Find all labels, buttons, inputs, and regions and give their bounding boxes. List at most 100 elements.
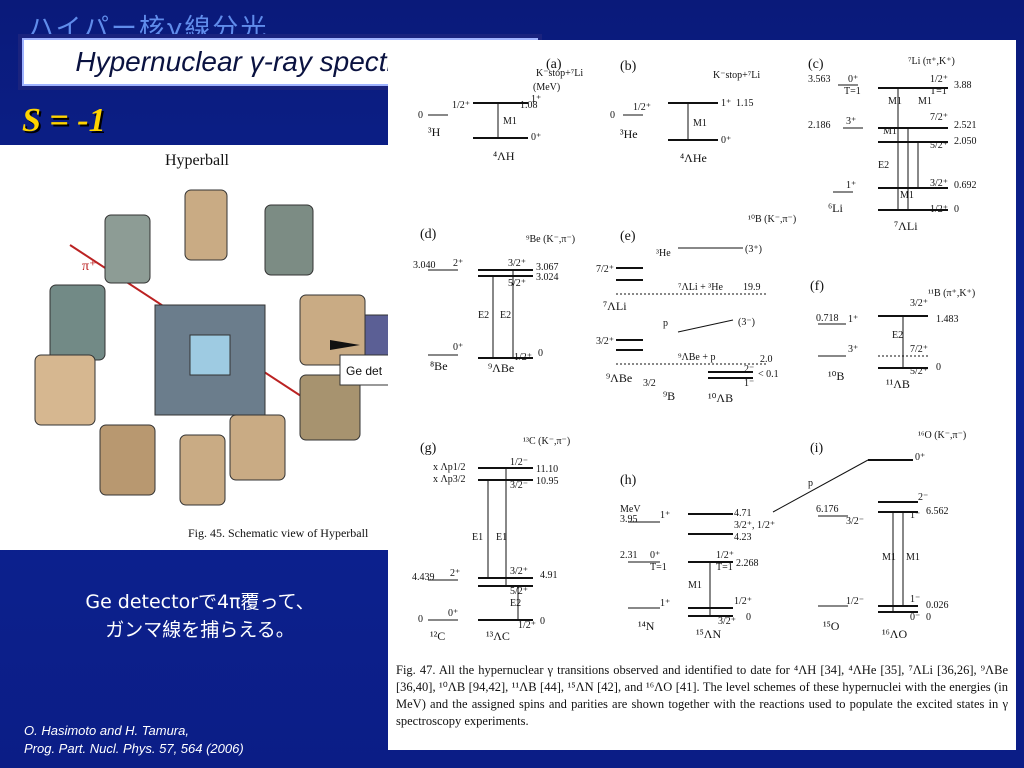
- level-label: 3.563: [808, 74, 831, 85]
- unit-label: MeV: [620, 504, 641, 515]
- nucleus-label: ¹¹ΛB: [886, 377, 910, 391]
- level-label: (3⁻): [738, 317, 755, 328]
- level-label: 1/2⁺: [716, 550, 734, 561]
- panel-f: (f) ¹¹B (π⁺,K⁺) 0.718 1⁺ 3/2⁺ 1.483 3⁺ 7…: [810, 279, 975, 391]
- level-label: ³He: [656, 248, 671, 259]
- level-label: < 0.1: [758, 369, 779, 380]
- level-label: 3.067: [536, 262, 559, 273]
- level-label: 0.026: [926, 600, 949, 611]
- level-label: 3.024: [536, 272, 559, 283]
- level-label: 1⁻: [910, 510, 920, 521]
- level-label: 0: [538, 348, 543, 359]
- transition-label: M1: [888, 96, 902, 107]
- hyperball-label: Hyperball: [165, 152, 230, 169]
- panel-tag: (i): [810, 441, 824, 456]
- level-label: 3/2⁺: [596, 336, 614, 347]
- level-label: 0: [926, 612, 931, 623]
- level-label: 3⁺: [848, 344, 858, 355]
- level-label: 19.9: [743, 282, 761, 293]
- nucleus-label: ⁹B: [663, 389, 675, 403]
- reference-line-2: Prog. Part. Nucl. Phys. 57, 564 (2006): [24, 741, 244, 756]
- level-label: 5/2⁺: [930, 140, 948, 151]
- level-label: 0⁺: [453, 342, 463, 353]
- level-label: 0⁺: [531, 132, 541, 143]
- nucleus-label: ⁴ΛH: [493, 149, 515, 163]
- level-label: 3/2⁻: [846, 516, 864, 527]
- transition-label: M1: [882, 552, 896, 563]
- level-label: 7/2⁺: [930, 112, 948, 123]
- panel-tag: (h): [620, 473, 637, 488]
- nucleus-label: ⁷ΛLi: [894, 219, 918, 233]
- reaction-label: ¹⁶O (K⁻,π⁻): [918, 430, 966, 441]
- level-label: 0⁺: [650, 550, 660, 561]
- reaction-label: ⁹Be (K⁻,π⁻): [526, 234, 575, 245]
- panel-tag: (b): [620, 59, 637, 74]
- level-label: 0: [746, 612, 751, 623]
- level-label: 1.15: [736, 98, 754, 109]
- level-label: 1/2⁺: [518, 620, 536, 631]
- level-label: 3/2⁺: [718, 616, 736, 627]
- level-label: 1/2⁻: [510, 457, 528, 468]
- level-label: 5/2⁺: [508, 278, 526, 289]
- nucleus-label: ⁶Li: [828, 201, 844, 215]
- nucleus-label: ⁷ΛLi: [603, 299, 627, 313]
- panel-tag: (d): [420, 227, 437, 242]
- level-label: 0⁺: [848, 74, 858, 85]
- level-label: 11.10: [536, 464, 558, 475]
- panel-tag: (e): [620, 229, 636, 244]
- panel-h: (h) MeV 3.95 1⁺ 4.71 3/2⁺, 1/2⁺ 4.23 2.3…: [620, 473, 775, 641]
- level-label: 0⁺: [721, 135, 731, 146]
- level-label: 1.483: [936, 314, 959, 325]
- arrow-line: [772, 459, 869, 513]
- reaction-label: ¹¹B (π⁺,K⁺): [928, 288, 975, 299]
- level-label: 0.692: [954, 180, 977, 191]
- figure-47-caption: Fig. 47. All the hypernuclear γ transiti…: [396, 663, 1008, 728]
- level-label: T=1: [844, 86, 861, 97]
- panel-d: (d) ⁹Be (K⁻,π⁻) 3.040 2⁺ 3/2⁺ 3.067 5/2⁺…: [413, 227, 575, 375]
- level-label: 3/2⁺: [910, 298, 928, 309]
- level-label: 2.31: [620, 550, 638, 561]
- level-label: 3/2⁺, 1/2⁺: [734, 520, 775, 531]
- level-label: 0: [418, 110, 423, 121]
- nucleus-label: ¹⁵O: [823, 619, 840, 633]
- pi-plus-label: π⁺: [82, 259, 96, 274]
- level-label: 3.95: [620, 514, 638, 525]
- level-label: 2.0: [760, 354, 773, 365]
- nucleus-label: ¹⁴N: [638, 619, 655, 633]
- transition-label: E2: [892, 330, 903, 341]
- level-label: 1/2⁺: [930, 74, 948, 85]
- level-label: 3.040: [413, 260, 436, 271]
- panel-tag: (c): [808, 57, 824, 72]
- nucleus-label: ⁹ΛBe: [488, 361, 514, 375]
- hyperball-illustration: Hyperball π⁺ K⁺ Ge det Fig. 45. Schemati…: [34, 152, 410, 540]
- level-label: 3⁺: [846, 116, 856, 127]
- level-label: 1/2⁺: [633, 102, 651, 113]
- level-label: 2.186: [808, 120, 831, 131]
- reaction-label: ⁷Li (π⁺,K⁺): [908, 56, 955, 67]
- level-label: (3⁺): [745, 244, 762, 255]
- level-label: 1/2⁺: [930, 204, 948, 215]
- level-label: 2.050: [954, 136, 977, 147]
- level-label: 0: [418, 614, 423, 625]
- level-label: 3/2⁺: [930, 178, 948, 189]
- level-label: 6.176: [816, 504, 839, 515]
- nucleus-label: ¹⁰B: [828, 369, 844, 383]
- transition-label: E1: [496, 532, 507, 543]
- nucleus-label: ⁸Be: [430, 359, 448, 373]
- japanese-line-2: ガンマ線を捕らえる。: [105, 619, 295, 641]
- ge-detector-array: [34, 189, 366, 506]
- transition-label: M1: [688, 580, 702, 591]
- level-label: T=1: [650, 562, 667, 573]
- level-label: 3/2⁺: [510, 566, 528, 577]
- level-schemes: (a) K⁻stop+⁷Li (MeV) 1/2⁺ 1⁺ 1.08 0⁺ 0 M…: [412, 56, 977, 643]
- level-label: ⁷ΛLi + ³He: [678, 282, 723, 293]
- panel-i: (i) ¹⁶O (K⁻,π⁻) 0⁺ p 2⁻ 6.176 3/2⁻ 1⁻ 6.…: [772, 430, 966, 641]
- level-label: 0⁺: [915, 452, 925, 463]
- level-label: 4.91: [540, 570, 558, 581]
- panel-a: (a) K⁻stop+⁷Li (MeV) 1/2⁺ 1⁺ 1.08 0⁺ 0 M…: [418, 57, 583, 163]
- panel-tag: (a): [546, 57, 562, 72]
- level-label: 2⁺: [450, 568, 460, 579]
- reaction-label: K⁻stop+⁷Li: [536, 68, 583, 79]
- level-label: 0: [610, 110, 615, 121]
- level-label: T=1: [930, 86, 947, 97]
